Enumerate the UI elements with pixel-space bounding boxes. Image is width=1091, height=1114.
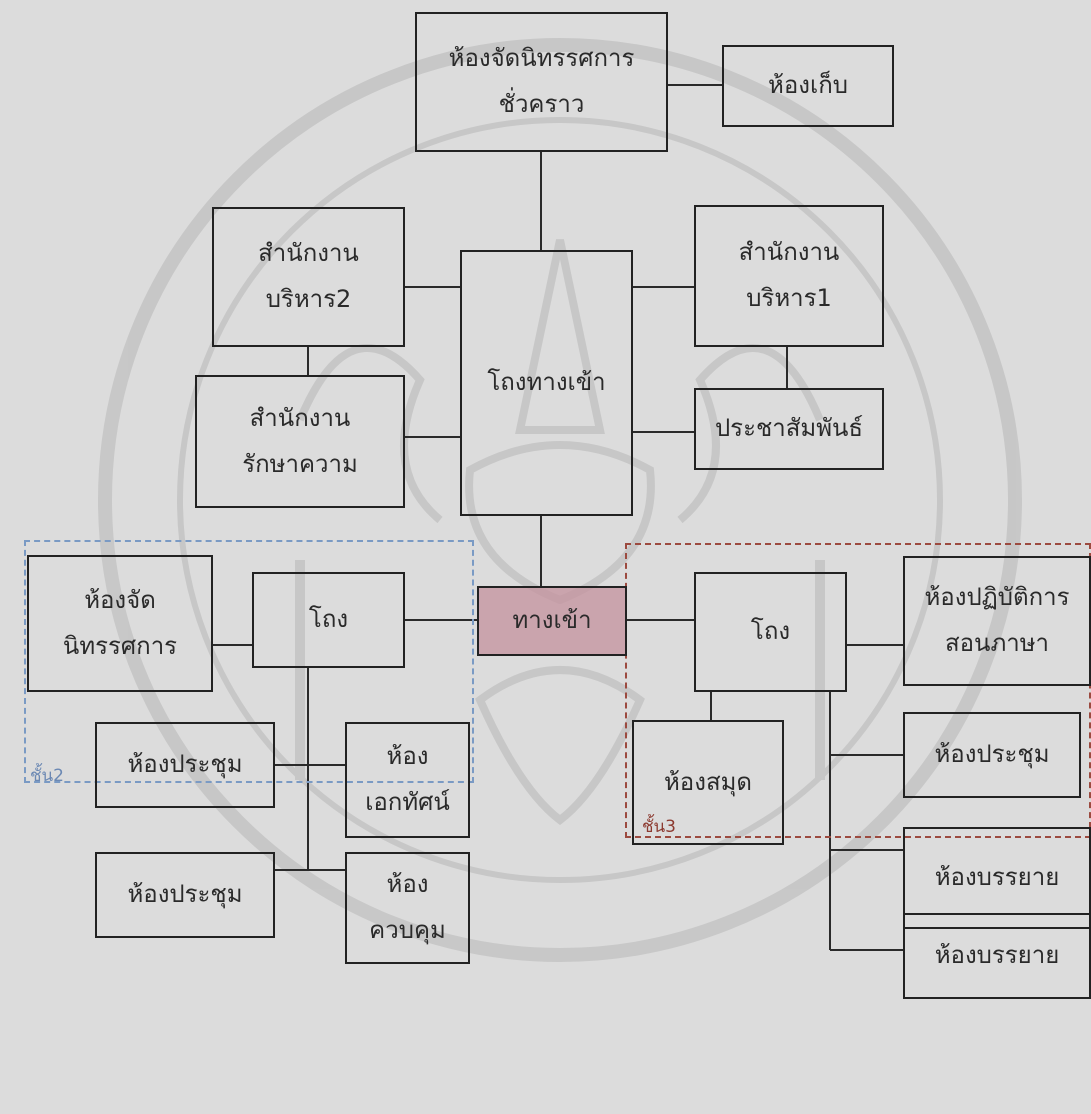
room-entrance-hall: โถงทางเข้า bbox=[460, 250, 633, 516]
room-label-line: ห้อง bbox=[386, 870, 429, 899]
room-label-line: ห้อง bbox=[386, 742, 429, 771]
room-storage: ห้องเก็บ bbox=[722, 45, 894, 127]
room-security-office: สำนักงานรักษาความ bbox=[195, 375, 405, 508]
floor-3-zone bbox=[625, 543, 1091, 838]
room-label: โถง bbox=[308, 605, 349, 634]
room-meeting-1: ห้องประชุม bbox=[95, 722, 275, 808]
room-label-line: นิทรรศการ bbox=[62, 631, 178, 660]
room-label-line: บริหาร1 bbox=[746, 284, 832, 312]
room-label-line: ห้องจัดนิทรรศการ bbox=[448, 44, 635, 73]
floor-2-label: ชั้น2 bbox=[30, 766, 64, 786]
room-label-line: ห้องจัด bbox=[84, 585, 156, 614]
room-language-lab: ห้องปฏิบัติการสอนภาษา bbox=[903, 556, 1091, 686]
room-label-line: สำนักงาน bbox=[738, 238, 840, 267]
room-label: ห้องประชุม bbox=[127, 880, 243, 909]
room-label-line: ชั่วคราว bbox=[498, 90, 585, 118]
room-label: ห้องเก็บ bbox=[768, 71, 848, 100]
floor-2-zone bbox=[24, 540, 474, 783]
room-control: ห้องควบคุม bbox=[345, 852, 470, 964]
room-label-line: เอกทัศน์ bbox=[365, 788, 450, 816]
room-label-line: รักษาความ bbox=[242, 449, 358, 478]
room-label-line: สำนักงาน bbox=[258, 239, 359, 268]
hall-left: โถง bbox=[252, 572, 405, 668]
room-label-line: บริหาร2 bbox=[265, 285, 352, 313]
room-audiovisual: ห้องเอกทัศน์ bbox=[345, 722, 470, 838]
room-public-relations: ประชาสัมพันธ์ bbox=[694, 388, 884, 470]
entrance: ทางเข้า bbox=[477, 586, 627, 656]
room-label: ห้องประชุม bbox=[127, 750, 243, 779]
room-meeting-3: ห้องประชุม bbox=[903, 712, 1081, 798]
room-label-line: สำนักงาน bbox=[249, 403, 351, 432]
room-label: ห้องบรรยาย bbox=[934, 863, 1060, 892]
room-admin-office-1: สำนักงานบริหาร1 bbox=[694, 205, 884, 347]
room-label-line: ควบคุม bbox=[369, 916, 446, 944]
room-admin-office-2: สำนักงานบริหาร2 bbox=[212, 207, 405, 347]
room-lecture-1: ห้องบรรยาย bbox=[903, 827, 1091, 929]
room-label-line: สอนภาษา bbox=[944, 629, 1050, 657]
room-label: ห้องสมุด bbox=[663, 767, 752, 796]
room-library: ห้องสมุด bbox=[632, 720, 784, 845]
room-label-line: ห้องปฏิบัติการ bbox=[924, 583, 1070, 612]
room-label: ห้องบรรยาย bbox=[934, 941, 1060, 970]
room-label: โถง bbox=[750, 617, 791, 646]
hall-right: โถง bbox=[694, 572, 847, 692]
room-exhibition: ห้องจัดนิทรรศการ bbox=[27, 555, 213, 692]
room-label: ห้องประชุม bbox=[934, 740, 1050, 769]
room-label: โถงทางเข้า bbox=[487, 368, 606, 397]
room-lecture-2: ห้องบรรยาย bbox=[903, 913, 1091, 999]
room-temp-exhibition: ห้องจัดนิทรรศการชั่วคราว bbox=[415, 12, 668, 152]
floor-3-label: ชั้น3 bbox=[642, 817, 676, 837]
room-label: ทางเข้า bbox=[512, 606, 592, 635]
room-label: ประชาสัมพันธ์ bbox=[714, 414, 864, 443]
room-meeting-2: ห้องประชุม bbox=[95, 852, 275, 938]
